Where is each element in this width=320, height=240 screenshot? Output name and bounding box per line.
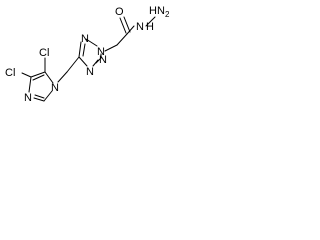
- bond-im-n3-c2-double: [34, 94, 45, 99]
- atom-labels: H N 2 N H O N N N N N N Cl Cl: [5, 5, 170, 104]
- bond-tz-n2-n1: [85, 38, 98, 47]
- label-tetrazole-n-lower-right: N: [99, 54, 107, 66]
- bond-im-c2-n1: [43, 90, 53, 102]
- bond-nh-carbonyl: [126, 25, 135, 35]
- bond-im-c5-c4: [30, 71, 46, 78]
- bond-im-n1-c5: [44, 71, 54, 84]
- bond-tz-n1-c5-double: [82, 43, 86, 57]
- bond-c5-ch2: [66, 56, 80, 73]
- bond-ch2-tetrazole-n2: [104, 44, 118, 52]
- label-carbonyl-o: O: [115, 6, 124, 18]
- label-chloro-top: Cl: [39, 47, 49, 59]
- label-chloro-left: Cl: [5, 67, 15, 79]
- label-imidazole-n1: N: [51, 82, 59, 94]
- bond-im-c4-n3: [28, 76, 32, 93]
- bond-ch2-imidazole-n: [57, 71, 68, 83]
- bond-nh2-nh: [145, 16, 156, 27]
- chemical-structure-diagram: H N 2 N H O N N N N N N Cl Cl: [5, 5, 170, 104]
- bond-im-c5-c4-double: [32, 74, 45, 81]
- label-nh2-sub: 2: [165, 10, 170, 19]
- label-nh2-n: N: [157, 5, 165, 17]
- label-tetrazole-n-right: N: [97, 46, 105, 58]
- bond-carbonyl-o-a: [119, 17, 127, 34]
- bond-tz-n3-n3double: [95, 57, 102, 64]
- bond-tz-c5-n4: [78, 56, 88, 67]
- bond-carbonyl-o-b: [123, 16, 131, 33]
- label-nh-h: H: [146, 21, 154, 33]
- label-nh2-h: H: [149, 5, 157, 17]
- bonds: [21, 16, 156, 102]
- label-nh-n: N: [136, 21, 144, 33]
- label-tetrazole-n-bottom: N: [86, 66, 94, 78]
- bond-tz-n1-c5: [78, 41, 82, 58]
- label-tetrazole-n-top: N: [81, 33, 89, 45]
- bond-c4-cl: [21, 72, 32, 78]
- label-imidazole-n3: N: [24, 92, 32, 104]
- bond-carbonyl-ch2: [116, 33, 128, 46]
- bond-im-n3-c2: [33, 97, 45, 102]
